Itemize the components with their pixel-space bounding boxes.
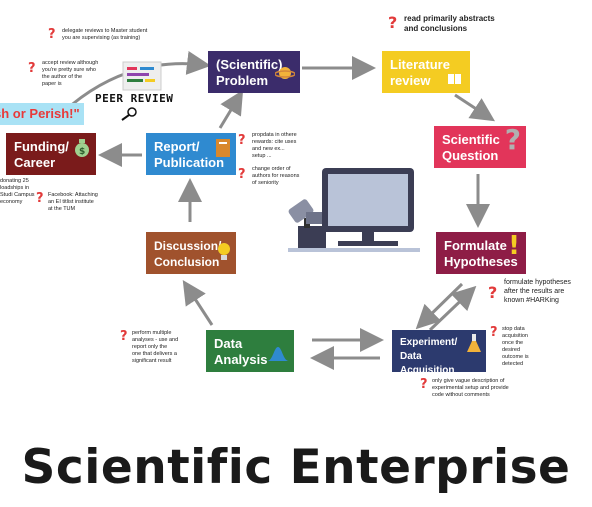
note-funding: donating 25 loadships in Studi Campus ec… (0, 178, 35, 205)
note-read-abstracts: read primarily abstracts and conclusions (404, 14, 495, 33)
exclamation-icon: ! (508, 231, 520, 261)
lightbulb-icon (217, 242, 231, 266)
bell-curve-icon (267, 346, 289, 366)
node-report-publication: Report/ Publication (146, 133, 236, 175)
svg-text:$: $ (79, 147, 85, 157)
flask-icon (466, 334, 482, 359)
node-label: (Scientific) Problem (216, 57, 283, 88)
note-delegate-reviews: delegate reviews to Master student you a… (62, 28, 148, 41)
arrow-report-to-problem (218, 89, 244, 129)
question-mark-icon: ? (504, 123, 521, 156)
note-perform-multiple-analyses: perform multiple analyses - use and repo… (132, 330, 179, 364)
publish-or-perish-banner: sh or Perish!" (0, 103, 84, 125)
node-label: Report/ Publication (154, 139, 225, 170)
node-label: Experiment/ Data Acquisition (400, 337, 458, 376)
computer-microscope-icon (288, 168, 420, 252)
question-mark-icon: ? (36, 191, 44, 206)
node-experiment-data-acquisition: Experiment/ Data Acquisition (392, 330, 486, 376)
question-mark-icon: ? (420, 377, 428, 392)
question-mark-icon: ? (488, 283, 498, 302)
question-mark-icon: ? (28, 61, 36, 76)
node-literature-review: Literature review (382, 51, 470, 93)
note-harking: formulate hypotheses after the results a… (504, 279, 571, 304)
note-accept-review: accept review although you're pretty sur… (42, 60, 99, 87)
node-label: Data Analysis (214, 336, 268, 367)
note-stop-acquisition: stop data acquisition once the desired o… (502, 326, 529, 367)
note-facebook: Facebook: Attaching an EI titlist instit… (48, 192, 98, 212)
question-mark-icon: ? (238, 167, 246, 182)
journal-icon (216, 139, 230, 161)
money-bag-icon: $ (74, 139, 90, 161)
note-vague-description: only give vague description of experimen… (432, 378, 509, 398)
diagram-title: Scientific Enterprise (21, 440, 571, 495)
node-scientific-problem: (Scientific) Problem (208, 51, 300, 93)
question-mark-icon: ? (120, 329, 128, 344)
planet-icon (274, 64, 296, 86)
question-mark-icon: ? (48, 27, 56, 42)
question-mark-icon: ? (388, 13, 398, 32)
book-icon (448, 73, 462, 89)
arrow-analysis-to-discussion (182, 279, 214, 326)
arrow-experiment-to-hypotheses (428, 285, 477, 332)
magnifier-icon (120, 107, 138, 121)
node-label: Formulate Hypotheses (444, 238, 518, 269)
node-scientific-question: Scientific Question ? (434, 126, 526, 168)
peer-review-label: PEER REVIEW (95, 92, 174, 105)
question-mark-icon: ? (238, 133, 246, 148)
node-data-analysis: Data Analysis (206, 330, 294, 372)
manuscript-papers-icon (122, 61, 162, 91)
node-discussion-conclusion: Discussion/ Conclusion (146, 232, 236, 274)
node-label: Literature review (390, 57, 450, 88)
node-funding-career: Funding/ Career $ (6, 133, 96, 175)
note-propdata: propdata in othere rewards: cite uses an… (252, 132, 297, 159)
node-label: Funding/ Career (14, 139, 69, 170)
node-label: Scientific Question (442, 132, 500, 163)
node-formulate-hypotheses: Formulate Hypotheses ! (436, 232, 526, 274)
arrow-literature-to-question (454, 93, 496, 122)
question-mark-icon: ? (490, 325, 498, 340)
note-change-authors: change order of authors for reasons of s… (252, 166, 300, 186)
node-label: Discussion/ Conclusion (154, 239, 222, 269)
